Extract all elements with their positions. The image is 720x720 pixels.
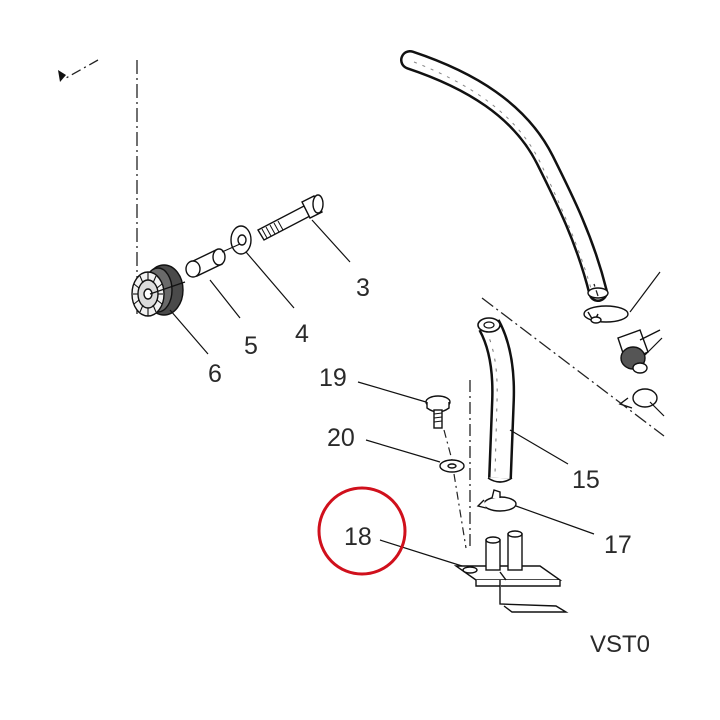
part-20-washer — [439, 459, 465, 473]
part-18-bracket — [453, 530, 569, 613]
leader-18 — [379, 539, 463, 567]
upper-connector-fitting — [617, 329, 661, 374]
drawing-code: VST0 — [590, 631, 650, 658]
leader-17 — [515, 505, 595, 535]
callout-18: 18 — [344, 523, 372, 551]
leader-20 — [365, 439, 441, 463]
washer-axis-line — [453, 473, 467, 549]
callout-6: 6 — [208, 360, 222, 388]
callout-17: 17 — [604, 531, 632, 559]
upper-hose — [400, 50, 609, 302]
callout-19: 19 — [319, 364, 347, 392]
part-6-roller — [131, 264, 184, 317]
upper-lower-clip — [618, 388, 658, 409]
screw-axis-line — [443, 429, 453, 461]
leader-15 — [509, 429, 569, 465]
part-17-clamp — [476, 489, 517, 512]
highlight-circle-18 — [317, 486, 407, 576]
leader-lines-upper-right — [629, 271, 665, 417]
part-3-bolt — [257, 194, 324, 241]
partial-arrow-mark — [58, 70, 66, 82]
reference-lines-right — [469, 283, 665, 548]
part-4-washer — [230, 225, 252, 255]
part-5-sleeve — [185, 248, 226, 278]
part-15-hose — [477, 317, 516, 483]
callout-5: 5 — [244, 332, 258, 360]
callout-20: 20 — [327, 424, 355, 452]
bolt-axis-line — [221, 243, 241, 253]
roller-axle-line — [149, 281, 186, 295]
leader-19 — [357, 381, 427, 403]
part-19-screw — [425, 395, 451, 429]
callout-4: 4 — [295, 320, 309, 348]
callout-3: 3 — [356, 274, 370, 302]
upper-hose-clip — [583, 305, 629, 324]
leader-lines-upper-left — [169, 219, 351, 355]
reference-lines-left — [65, 59, 138, 318]
callout-15: 15 — [572, 466, 600, 494]
